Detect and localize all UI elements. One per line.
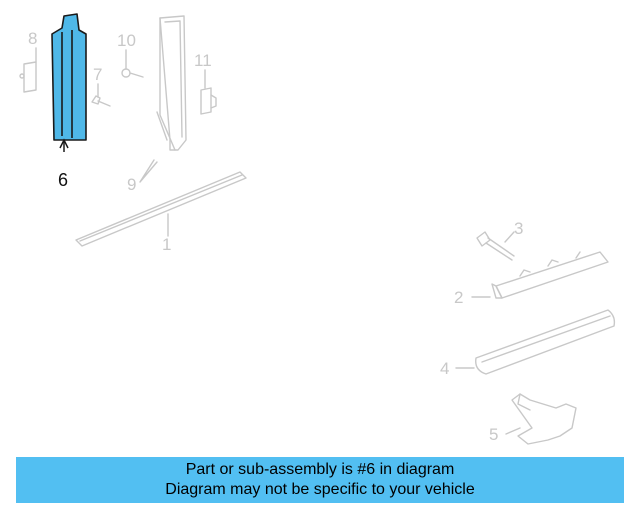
info-banner: Part or sub-assembly is #6 in diagram Di… <box>16 457 624 503</box>
callout-4: 4 <box>440 359 449 378</box>
part-7-screw <box>91 95 111 107</box>
part-3-bolt <box>476 231 515 261</box>
callout-6: 6 <box>58 170 68 190</box>
part-1-molding <box>75 171 247 247</box>
callout-1: 1 <box>162 235 171 254</box>
callout-2: 2 <box>454 288 463 307</box>
part-8-clip <box>19 61 37 93</box>
callout-3: 3 <box>514 219 523 238</box>
part-10-screw <box>121 68 144 78</box>
callout-10: 10 <box>117 31 136 50</box>
banner-line-1: Part or sub-assembly is #6 in diagram <box>185 461 455 478</box>
parts-diagram: 8 10 7 11 9 1 3 2 4 5 6 <box>19 13 616 445</box>
part-2-bracket <box>491 251 609 299</box>
callout-8: 8 <box>28 29 37 48</box>
part-6-highlight <box>51 13 87 152</box>
callout-7: 7 <box>93 65 102 84</box>
callout-5: 5 <box>489 425 498 444</box>
part-11-clip <box>200 87 217 115</box>
callout-11: 11 <box>194 51 212 70</box>
callout-9: 9 <box>127 175 136 194</box>
leader-lines <box>35 47 521 435</box>
part-9-pillar-trim <box>156 15 187 151</box>
part-4-rocker-molding <box>475 309 616 375</box>
banner-line-2: Diagram may not be specific to your vehi… <box>165 481 475 498</box>
part-5-clip <box>511 393 577 445</box>
